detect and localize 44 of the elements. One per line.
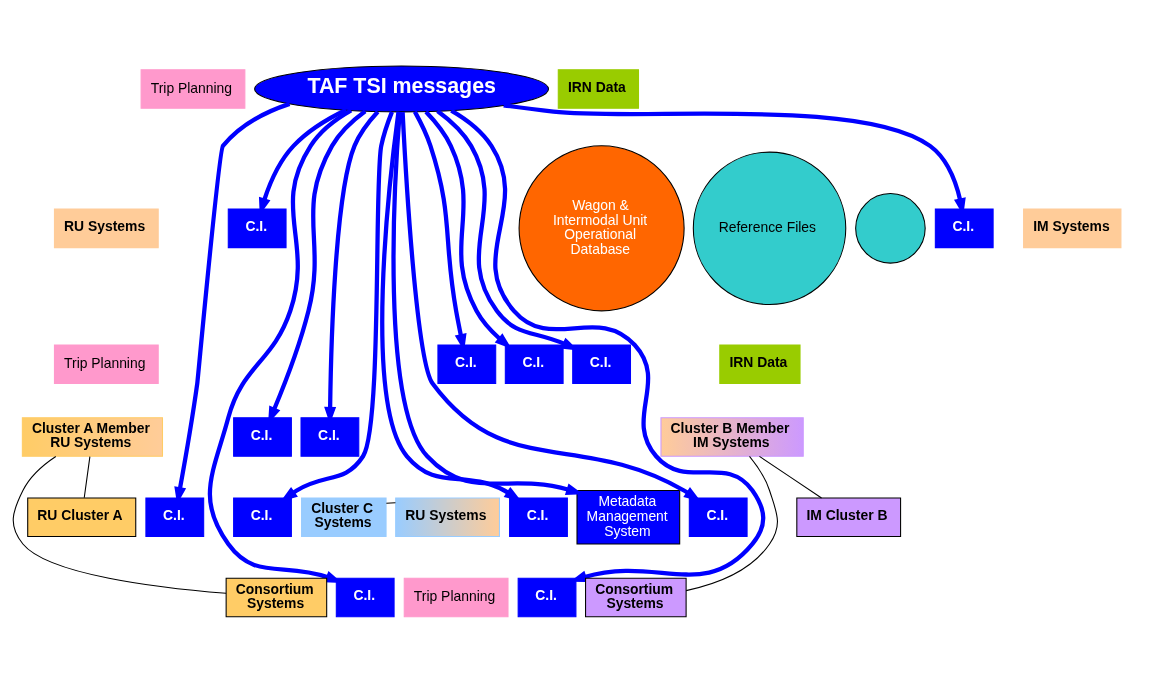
- arrow: [280, 110, 394, 502]
- node-box: IM Systems: [1023, 208, 1122, 248]
- node-box: RU Systems: [395, 496, 500, 537]
- node-box: C.I.: [517, 577, 577, 617]
- arrow: [424, 109, 512, 349]
- arrow: [400, 111, 701, 502]
- node-box: IM Cluster B: [796, 496, 902, 537]
- node-box: C.I.: [437, 344, 497, 384]
- connector: [685, 455, 778, 591]
- node-box: RU Systems: [53, 208, 159, 248]
- node-box: C.I.: [227, 208, 287, 248]
- arrow: [380, 110, 522, 501]
- node-box: Consortium Systems: [585, 577, 687, 617]
- arrow: [450, 108, 766, 582]
- arrow: [207, 108, 353, 583]
- node-box: C.I.: [233, 416, 292, 457]
- node-box: Trip Planning: [140, 68, 246, 109]
- node-circle: Reference Files: [692, 151, 847, 305]
- node-box: C.I.: [688, 496, 748, 537]
- node-box: IRN Data: [557, 68, 640, 109]
- node-box: Metadata Management System: [576, 489, 681, 544]
- node-box: C.I.: [300, 416, 360, 457]
- node-box: Consortium Systems: [225, 577, 328, 617]
- connector: [385, 501, 396, 504]
- node-circle: [855, 192, 926, 264]
- node-box: C.I.: [572, 344, 631, 384]
- node-ellipse: TAF TSI messages: [254, 65, 550, 112]
- node-box: IRN Data: [719, 344, 801, 384]
- node-box: C.I.: [934, 208, 994, 248]
- node-box: Cluster C Systems: [301, 496, 387, 537]
- node-box: Trip Planning: [53, 344, 159, 384]
- node-box: Cluster A Member RU Systems: [21, 416, 164, 457]
- connector: [12, 455, 227, 594]
- node-box: C.I.: [335, 577, 395, 617]
- node-box: Cluster B Member IM Systems: [660, 416, 804, 457]
- node-box: Trip Planning: [403, 577, 509, 617]
- node-box: C.I.: [509, 496, 568, 537]
- node-box: C.I.: [504, 344, 564, 384]
- node-circle: Wagon & Intermodal Unit Operational Database: [518, 144, 685, 311]
- node-box: C.I.: [145, 496, 205, 537]
- node-box: C.I.: [233, 496, 292, 537]
- node-box: RU Cluster A: [27, 496, 137, 537]
- connector: [758, 455, 823, 498]
- connector: [83, 455, 91, 498]
